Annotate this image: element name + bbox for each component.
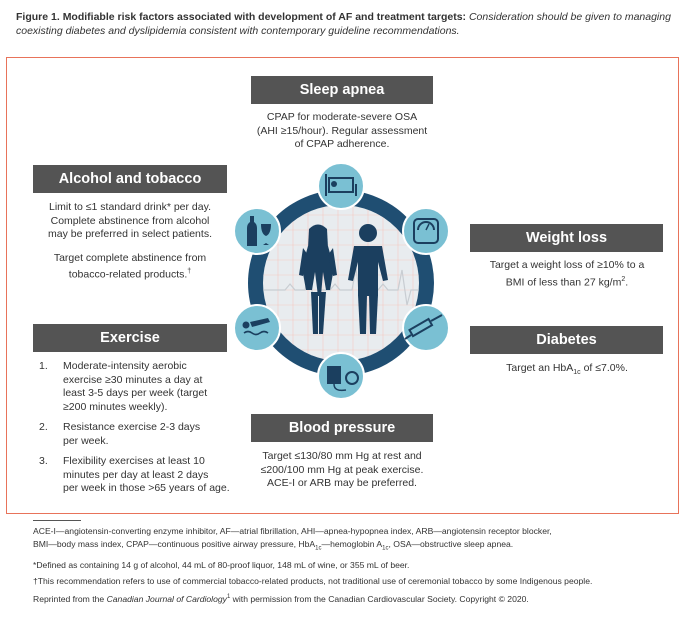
bed-icon — [317, 162, 365, 210]
diabetes-text: Target an HbA1c of ≤7.0%. — [462, 362, 672, 380]
dagger-mark: † — [187, 268, 192, 275]
sleep-apnea-header: Sleep apnea — [251, 76, 433, 104]
exercise-item: 3. Flexibility exercises at least 10 min… — [39, 455, 249, 496]
diabetes-sub: 1c — [573, 369, 581, 377]
abbrev2-sub2: 1c — [382, 545, 389, 552]
tobacco-line-text: tobacco-related products. — [68, 268, 188, 281]
abbrev2-mid: —hemoglobin A — [321, 539, 383, 549]
figure-caption: Figure 1. Modifiable risk factors associ… — [16, 10, 671, 38]
sphygmomanometer-icon — [317, 352, 365, 400]
abbreviations-line-1: ACE-I—angiotensin-converting enzyme inhi… — [33, 526, 552, 536]
exercise-item-number: 3. — [39, 455, 48, 467]
journal-name: Canadian Journal of Cardiology — [106, 593, 227, 604]
diabetes-post: of ≤7.0%. — [580, 362, 628, 374]
footnotes: ACE-I—angiotensin-converting enzyme inhi… — [33, 520, 673, 610]
alcohol-line: Limit to ≤1 standard drink* per day. — [49, 201, 211, 213]
syringe-icon — [402, 304, 450, 352]
sleep-line: (AHI ≥15/hour). Regular assessment — [256, 124, 428, 137]
bottle-glass-icon — [233, 207, 281, 255]
reprint-ref: 1 — [226, 593, 231, 600]
abbrev2-pre: BMI—body mass index, CPAP—continuous pos… — [33, 539, 316, 549]
exercise-item-line: Moderate-intensity aerobic — [63, 360, 187, 372]
caption-bold-text: Modifiable risk factors associated with … — [62, 11, 467, 23]
alcohol-line: Complete abstinence from alcohol — [50, 214, 210, 227]
reprint-post: with permission from the Canadian Cardio… — [230, 593, 529, 604]
blood-pressure-text: Target ≤130/80 mm Hg at rest and ≤200/10… — [226, 450, 458, 491]
squared-mark: 2 — [621, 275, 626, 283]
exercise-item-number: 2. — [39, 421, 48, 433]
swimmer-icon — [233, 304, 281, 352]
exercise-header: Exercise — [33, 324, 227, 352]
exercise-item-line: minutes per day at least 2 days — [63, 468, 209, 481]
alcohol-line: may be preferred in select patients. — [47, 228, 212, 240]
alcohol-definition-footnote: *Defined as containing 14 g of alcohol, … — [33, 559, 410, 570]
couple-figures-icon — [299, 224, 388, 334]
bp-line: ≤200/100 mm Hg at peak exercise. — [260, 463, 424, 476]
weight-loss-header: Weight loss — [470, 224, 663, 252]
reprint-notice: Reprinted from the Canadian Journal of C… — [33, 592, 673, 605]
alcohol-tobacco-header: Alcohol and tobacco — [33, 165, 227, 193]
exercise-item-line: per week. — [63, 434, 109, 447]
footnote-divider — [33, 520, 81, 521]
sleep-apnea-text: CPAP for moderate-severe OSA (AHI ≥15/ho… — [226, 111, 458, 152]
sleep-line: CPAP for moderate-severe OSA — [266, 111, 418, 123]
exercise-item-line: ≥200 minutes weekly). — [63, 400, 168, 413]
exercise-item-line: Resistance exercise 2-3 days — [63, 421, 201, 433]
diabetes-line: Target an HbA1c of ≤7.0%. — [462, 362, 672, 380]
weight-loss-text: Target a weight loss of ≥10% to a BMI of… — [462, 259, 672, 290]
weight-line-2-text: BMI of less than 27 kg/m — [505, 276, 622, 288]
exercise-item-line: least 3-5 days per week (target — [63, 387, 208, 399]
exercise-item-line: exercise ≥30 minutes a day at — [63, 373, 203, 386]
caption-italic-text: Consideration should be given to managin… — [16, 11, 671, 37]
tobacco-footnote: †This recommendation refers to use of co… — [33, 575, 593, 586]
exercise-item: 1. Moderate-intensity aerobic exercise ≥… — [39, 360, 249, 414]
weight-line-2: BMI of less than 27 kg/m2. — [462, 273, 672, 290]
abbrev2-post: , OSA—obstructive sleep apnea. — [388, 539, 514, 549]
exercise-item-number: 1. — [39, 360, 48, 372]
figure-label: Figure 1. — [16, 11, 60, 23]
exercise-item-line: per week in those >65 years of age. — [63, 482, 230, 494]
weight-line-2-end: . — [625, 276, 629, 288]
sleep-line: of CPAP adherence. — [294, 138, 390, 150]
blood-pressure-header: Blood pressure — [251, 414, 433, 442]
exercise-list: 1. Moderate-intensity aerobic exercise ≥… — [39, 360, 249, 503]
alcohol-tobacco-text: Limit to ≤1 standard drink* per day. Com… — [23, 201, 237, 282]
tobacco-line-2: tobacco-related products.† — [23, 265, 237, 282]
diabetes-pre: Target an HbA — [506, 362, 574, 374]
exercise-item-line: Flexibility exercises at least 10 — [63, 455, 205, 467]
bp-line: ACE-I or ARB may be preferred. — [267, 477, 417, 489]
abbreviations-line-2: BMI—body mass index, CPAP—continuous pos… — [33, 539, 673, 555]
bp-line: Target ≤130/80 mm Hg at rest and — [262, 450, 422, 462]
exercise-item: 2. Resistance exercise 2-3 days per week… — [39, 421, 249, 448]
weight-line-1: Target a weight loss of ≥10% to a — [489, 259, 645, 271]
figure-frame — [6, 57, 679, 514]
reprint-pre: Reprinted from the — [33, 593, 107, 604]
scale-icon — [402, 207, 450, 255]
tobacco-line: Target complete abstinence from — [53, 251, 207, 264]
abbrev2-sub1: 1c — [315, 545, 322, 552]
center-disc — [263, 205, 419, 361]
diabetes-header: Diabetes — [470, 326, 663, 354]
